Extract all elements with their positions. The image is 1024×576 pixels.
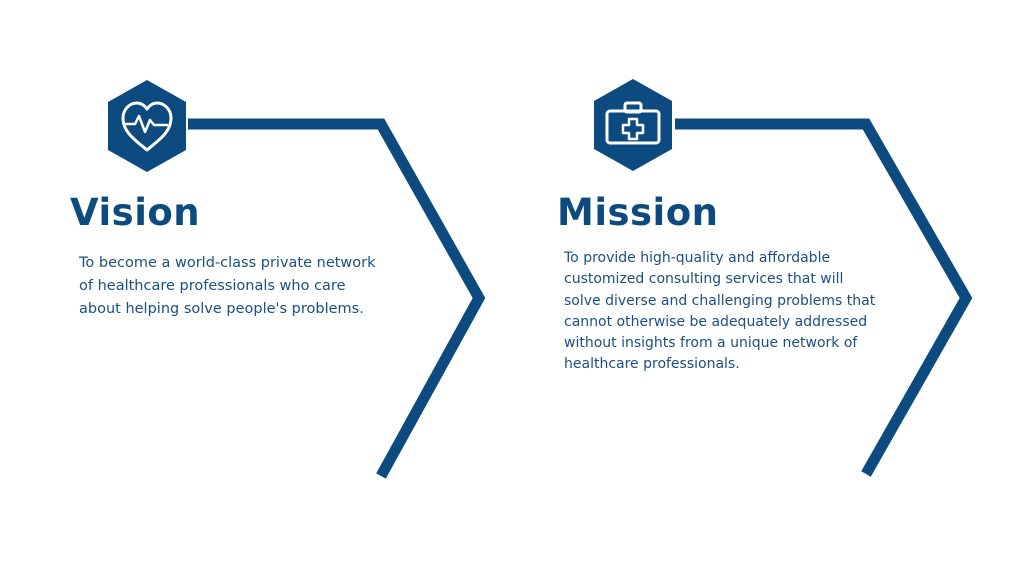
vision-panel: Vision To become a world-class private n… [70,80,486,479]
heart-pulse-icon [108,80,186,172]
vision-title: Vision [70,191,201,234]
mission-title: Mission [557,191,719,234]
mission-statement: To provide high-quality and affordable c… [564,250,876,373]
mission-chevron-frame [675,118,973,477]
mission-panel: Mission To provide high-quality and affo… [487,0,999,576]
medical-kit-icon [594,79,672,171]
vision-statement: To become a world-class private network … [79,255,376,317]
vision-chevron-frame [188,118,486,479]
